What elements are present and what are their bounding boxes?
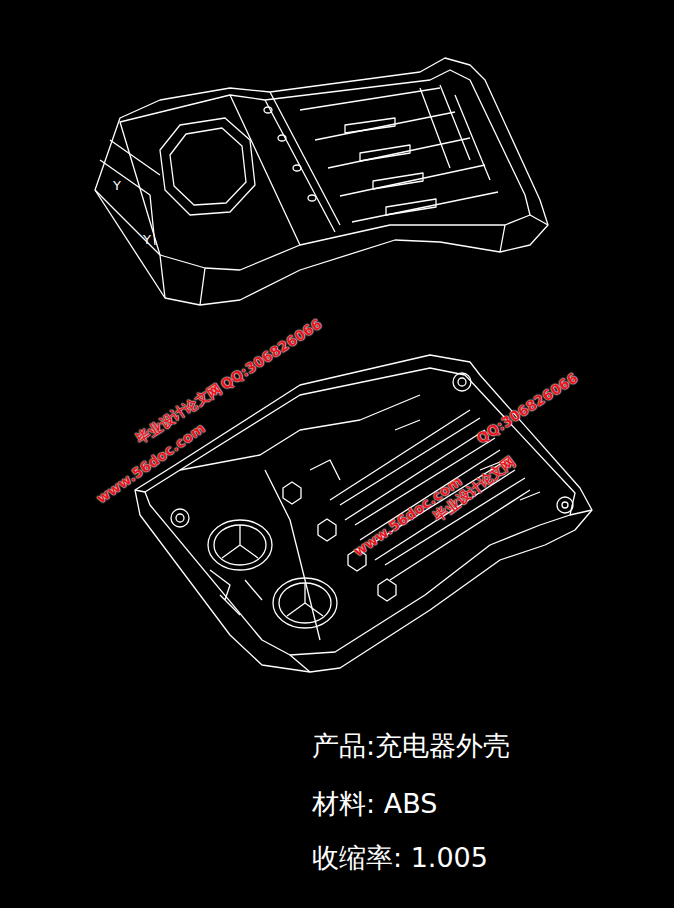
spec-text: 收缩率: 1.005: [312, 840, 488, 876]
watermark: QQ:306826066: [218, 316, 325, 393]
spec-text: 材料: ABS: [312, 786, 437, 822]
face-mark: Y: [113, 178, 121, 193]
watermark: QQ:306826066: [474, 370, 581, 447]
spec-text: 产品:充电器外壳: [312, 728, 510, 764]
face-mark: Y: [143, 232, 151, 247]
